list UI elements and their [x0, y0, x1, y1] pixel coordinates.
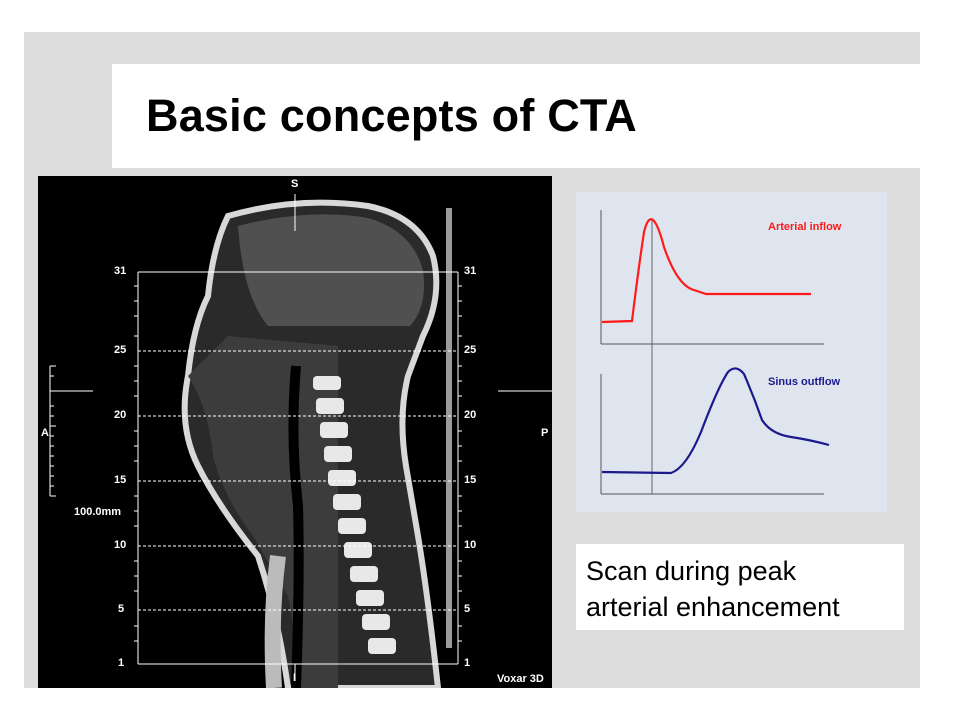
ruler-label-right: 10: [464, 539, 477, 551]
ruler-label-left: 10: [114, 539, 127, 551]
ruler-label-right: 5: [464, 603, 471, 615]
ruler-label-left: 20: [114, 409, 127, 421]
ruler-label-left: 31: [114, 265, 127, 277]
brand-label: Voxar 3D: [497, 673, 544, 685]
ct-scan-drawing: [49, 194, 552, 688]
ruler-label-left: 15: [114, 474, 127, 486]
slide-title: Basic concepts of CTA: [146, 90, 637, 141]
ruler-label-left: 5: [118, 603, 125, 615]
ruler-label-right: 20: [464, 409, 477, 421]
ruler-label-left: 1: [118, 657, 125, 669]
marker-inferior: I: [293, 672, 297, 684]
ruler-label-right: 1: [464, 657, 471, 669]
title-box: Basic concepts of CTA: [112, 64, 920, 168]
caption-line-1: Scan during peak: [586, 556, 797, 586]
enhancement-curves: [600, 210, 830, 495]
ruler-label-right: 25: [464, 344, 477, 356]
enhancement-graph: Arterial inflow Sinus outflow: [576, 192, 887, 512]
scale-label: 100.0mm: [74, 506, 122, 518]
marker-anterior: A: [41, 427, 49, 439]
arterial-inflow-label: Arterial inflow: [768, 221, 842, 233]
ct-scan-image: S I A P 31 25 20 15 10 5 1 31 25 20 15 1…: [38, 176, 552, 688]
arterial-inflow-curve: [601, 218, 811, 324]
ruler-label-right: 15: [464, 474, 477, 486]
ruler-label-right: 31: [464, 265, 477, 277]
caption-line-2: arterial enhancement: [586, 592, 840, 622]
sinus-outflow-curve: [601, 367, 830, 475]
marker-posterior: P: [541, 427, 549, 439]
ruler-label-left: 25: [114, 344, 127, 356]
marker-superior: S: [291, 178, 299, 190]
caption-box: Scan during peak arterial enhancement: [576, 544, 904, 630]
sinus-outflow-label: Sinus outflow: [768, 376, 841, 388]
